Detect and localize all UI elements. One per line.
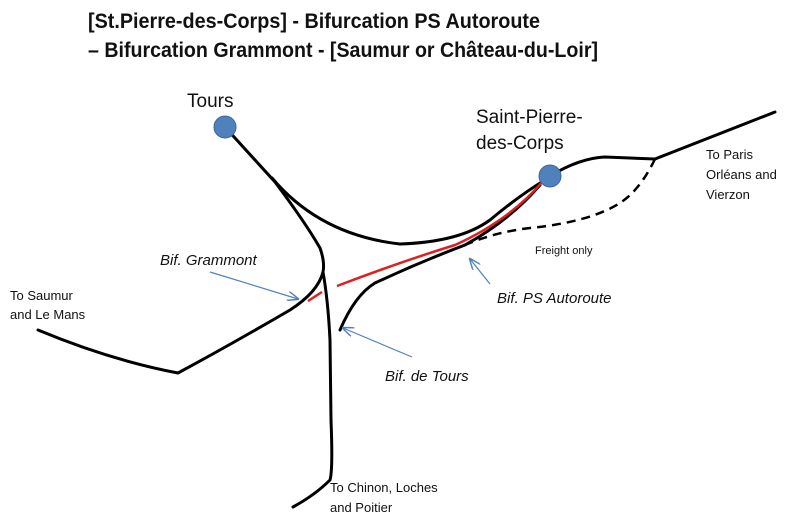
dest-west-1: To Saumur (10, 288, 74, 303)
track-west (36, 270, 325, 375)
bif-tours-label: Bif. de Tours (385, 368, 469, 385)
bif-tours-arrow (343, 328, 413, 358)
dest-east-2: Orléans and (706, 167, 777, 182)
dest-east-1: To Paris (706, 147, 753, 162)
bif-ps-autoroute-label: Bif. PS Autoroute (497, 290, 612, 307)
highlight-route-b (336, 180, 544, 288)
station-spdc-label-2: des-Corps (476, 133, 564, 154)
track-tours-south (223, 125, 334, 509)
track-tours-spdc-curve (270, 176, 547, 246)
dest-south-2: and Poitier (330, 500, 393, 515)
station-spdc-marker (538, 164, 562, 188)
dest-west-2: and Le Mans (10, 307, 86, 322)
bif-ps-autoroute-arrow (470, 259, 491, 285)
title-line-1: [St.Pierre-des-Corps] - Bifurcation PS A… (88, 10, 540, 33)
station-tours-marker (213, 115, 237, 139)
station-spdc-label-1: Saint-Pierre- (476, 107, 583, 128)
dest-east-3: Vierzon (706, 187, 750, 202)
highlight-route-a (307, 290, 323, 303)
bif-grammont-arrow (209, 271, 298, 299)
title-line-2: – Bifurcation Grammont - [Saumur or Chât… (88, 39, 598, 62)
dest-south-1: To Chinon, Loches (330, 480, 438, 495)
track-freight (464, 158, 657, 247)
station-tours-label: Tours (187, 91, 233, 112)
freight-only-label: Freight only (535, 245, 593, 257)
bif-grammont-label: Bif. Grammont (160, 252, 258, 269)
track-bif-tours-spdc (338, 183, 542, 332)
